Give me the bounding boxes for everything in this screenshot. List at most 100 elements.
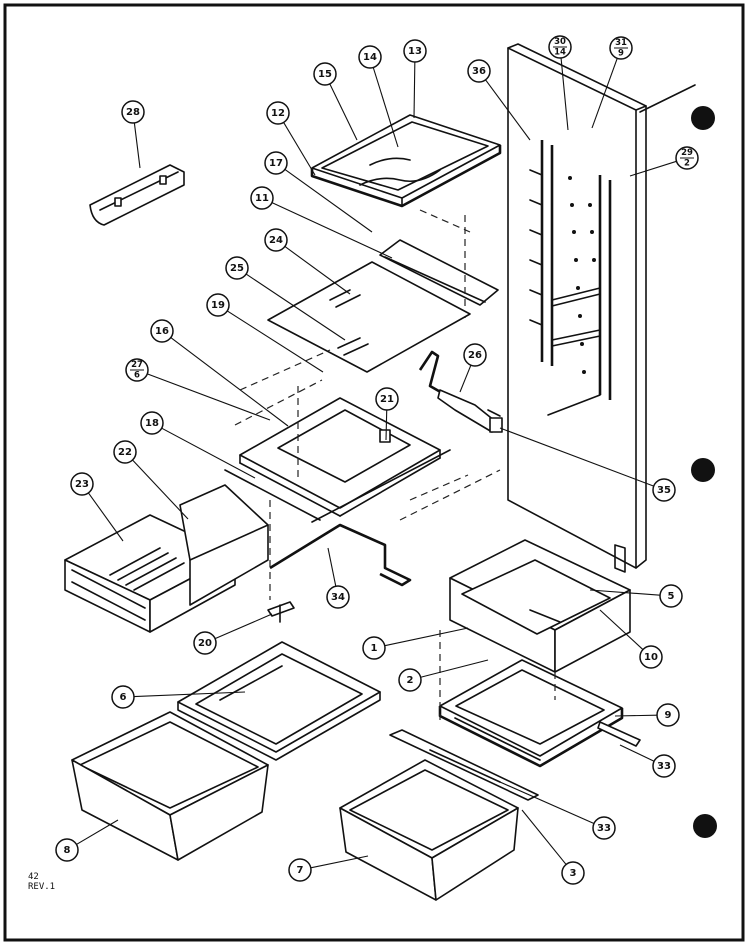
callout-26: 26 bbox=[463, 343, 487, 367]
leader-13 bbox=[413, 61, 416, 119]
callout-6: 6 bbox=[111, 685, 135, 709]
leader-31-9 bbox=[591, 58, 618, 129]
right-shelf-frame bbox=[438, 659, 641, 768]
leader-15 bbox=[329, 83, 358, 141]
callout-11: 11 bbox=[250, 186, 274, 210]
callout-25: 25 bbox=[225, 256, 249, 280]
callout-label: 14 bbox=[363, 52, 377, 63]
callout-label: 5 bbox=[668, 591, 675, 602]
callout-label: 25 bbox=[230, 263, 244, 274]
leader-22 bbox=[132, 459, 189, 520]
callout-label-top: 27 bbox=[131, 360, 143, 370]
leader-36 bbox=[485, 79, 531, 141]
leader-21 bbox=[385, 409, 388, 441]
left-glass-shelf bbox=[177, 641, 381, 761]
callout-label-bottom: 2 bbox=[684, 159, 690, 169]
callout-label-top: 30 bbox=[554, 37, 566, 47]
leader-27-6 bbox=[147, 373, 271, 421]
callout-28: 28 bbox=[121, 100, 145, 124]
callout-label: 36 bbox=[472, 66, 486, 77]
callout-14: 14 bbox=[358, 45, 382, 69]
cabinet-side-wall bbox=[507, 43, 696, 573]
callout-label: 26 bbox=[468, 350, 482, 361]
deli-drawer bbox=[64, 484, 269, 633]
leader-16 bbox=[170, 337, 289, 427]
leader-23 bbox=[87, 492, 124, 542]
leader-6 bbox=[133, 691, 246, 698]
leader-30-14 bbox=[560, 57, 569, 131]
callout-label-bottom: 14 bbox=[554, 48, 566, 58]
callout-16: 16 bbox=[150, 319, 174, 343]
callout-label: 23 bbox=[75, 479, 89, 490]
leader-35 bbox=[499, 427, 654, 487]
leader-19 bbox=[226, 310, 324, 373]
hinge-bracket bbox=[418, 350, 503, 433]
door-bin bbox=[89, 164, 185, 226]
callout-label-bottom: 9 bbox=[618, 49, 624, 59]
callout-3: 3 bbox=[561, 861, 585, 885]
right-crisper-cover bbox=[449, 539, 631, 673]
callout-label: 28 bbox=[126, 107, 140, 118]
callout-9: 9 bbox=[656, 703, 680, 727]
leader-1 bbox=[384, 627, 469, 647]
callout-8: 8 bbox=[55, 838, 79, 862]
callout-label: 20 bbox=[198, 638, 212, 649]
callout-15: 15 bbox=[313, 62, 337, 86]
leader-17 bbox=[284, 168, 373, 233]
glass-shelf-panel bbox=[267, 261, 471, 373]
leader-5 bbox=[589, 589, 661, 596]
leader-34 bbox=[327, 547, 337, 587]
callout-label: 7 bbox=[297, 865, 304, 876]
diagram-border bbox=[3, 3, 745, 942]
callout-label-top: 29 bbox=[681, 148, 693, 158]
callout-label: 17 bbox=[269, 158, 283, 169]
punch-hole-top bbox=[691, 106, 715, 130]
revision-label: 42 REV.1 bbox=[28, 872, 55, 892]
leader-10 bbox=[599, 609, 644, 650]
leader-9 bbox=[614, 714, 658, 717]
callout-label: 19 bbox=[211, 300, 225, 311]
callout-label: 15 bbox=[318, 69, 332, 80]
leader-8 bbox=[76, 819, 119, 845]
callout-31-9: 319 bbox=[609, 36, 633, 60]
callout-34: 34 bbox=[326, 585, 350, 609]
callout-label-bottom: 6 bbox=[134, 371, 140, 381]
leader-20 bbox=[214, 613, 273, 640]
leader-33a bbox=[619, 744, 655, 762]
revision-number: 42 bbox=[28, 872, 39, 882]
callout-29-2: 292 bbox=[675, 146, 699, 170]
callout-label: 6 bbox=[120, 692, 127, 703]
top-shelf-assembly bbox=[310, 114, 502, 208]
left-crisper-pan bbox=[71, 711, 269, 861]
crisper-cover-frame bbox=[224, 349, 501, 523]
callout-label-top: 31 bbox=[615, 38, 627, 48]
callout-23: 23 bbox=[70, 472, 94, 496]
leader-33b bbox=[499, 781, 595, 825]
callout-label: 34 bbox=[331, 592, 345, 603]
callout-label: 22 bbox=[118, 447, 132, 458]
callout-36: 36 bbox=[467, 59, 491, 83]
callout-5: 5 bbox=[659, 584, 683, 608]
leader-lines bbox=[76, 57, 677, 869]
callout-19: 19 bbox=[206, 293, 230, 317]
callout-label: 3 bbox=[570, 868, 577, 879]
callout-10: 10 bbox=[639, 645, 663, 669]
leader-2 bbox=[420, 659, 489, 678]
shelf-rail bbox=[379, 209, 499, 320]
punch-hole-middle bbox=[691, 458, 715, 482]
callout-label: 35 bbox=[657, 485, 671, 496]
callout-33a: 33 bbox=[652, 754, 676, 778]
leader-29-2 bbox=[629, 160, 677, 177]
callouts: 2815141312171124251916211822232636342035… bbox=[55, 35, 699, 885]
callout-label: 21 bbox=[380, 394, 394, 405]
callout-13: 13 bbox=[403, 39, 427, 63]
callout-17: 17 bbox=[264, 151, 288, 175]
callout-33b: 33 bbox=[592, 816, 616, 840]
revision-text: REV.1 bbox=[28, 882, 56, 892]
callout-label: 18 bbox=[145, 418, 159, 429]
leader-11 bbox=[271, 202, 393, 259]
callout-2: 2 bbox=[398, 668, 422, 692]
callout-27-6: 276 bbox=[125, 358, 149, 382]
